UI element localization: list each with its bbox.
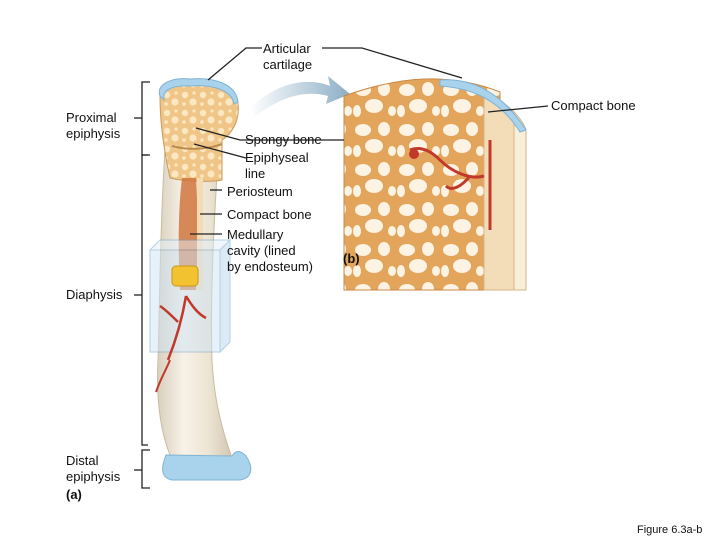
label-medullary-cavity: Medullary cavity (lined by endosteum) [227,227,313,274]
zoom-arrow [250,76,350,116]
leader-lines [190,47,549,235]
articular-cartilage-block [439,79,527,133]
label-proximal-epiphysis: Proximal epiphysis [66,110,121,141]
label-panel-b: (b) [343,251,360,266]
brackets [134,81,150,489]
leader-spongy-bone [195,127,344,141]
spongy-bone-block [343,78,501,291]
label-compact-bone-b: Compact bone [551,98,636,113]
leader-compact-bone-b [487,105,549,113]
label-panel-a: (a) [66,487,82,502]
label-periosteum: Periosteum [227,184,293,199]
leader-epiphyseal-line [193,143,247,159]
articular-cartilage-cap [158,78,239,105]
label-compact-bone-a: Compact bone [227,207,312,222]
bracket-distal-epiphysis [141,449,150,489]
nutrient-artery [159,295,207,361]
label-diaphysis: Diaphysis [66,287,123,302]
label-distal-epiphysis: Distal epiphysis [66,453,121,484]
distal-epiphysis-bone [162,451,252,481]
cutaway-box [148,238,232,354]
label-articular-cartilage: Articular cartilage [263,41,313,72]
leader-cartilage-b [322,47,463,79]
proximal-head [158,79,239,182]
block-vessel [409,140,492,230]
periosteum-band [513,110,527,291]
epiphyseal-line [171,143,223,150]
bracket-diaphysis [141,154,148,446]
yellow-marrow [171,265,199,287]
leader-articular-cartilage [207,47,262,81]
figure-caption: Figure 6.3a-b [637,524,703,536]
label-epiphyseal-line: Epiphyseal line [245,150,309,181]
periosteal-artery [155,359,171,393]
label-spongy-bone: Spongy bone [245,132,322,147]
bracket-proximal-epiphysis [141,81,150,156]
vessel-node [409,149,419,159]
